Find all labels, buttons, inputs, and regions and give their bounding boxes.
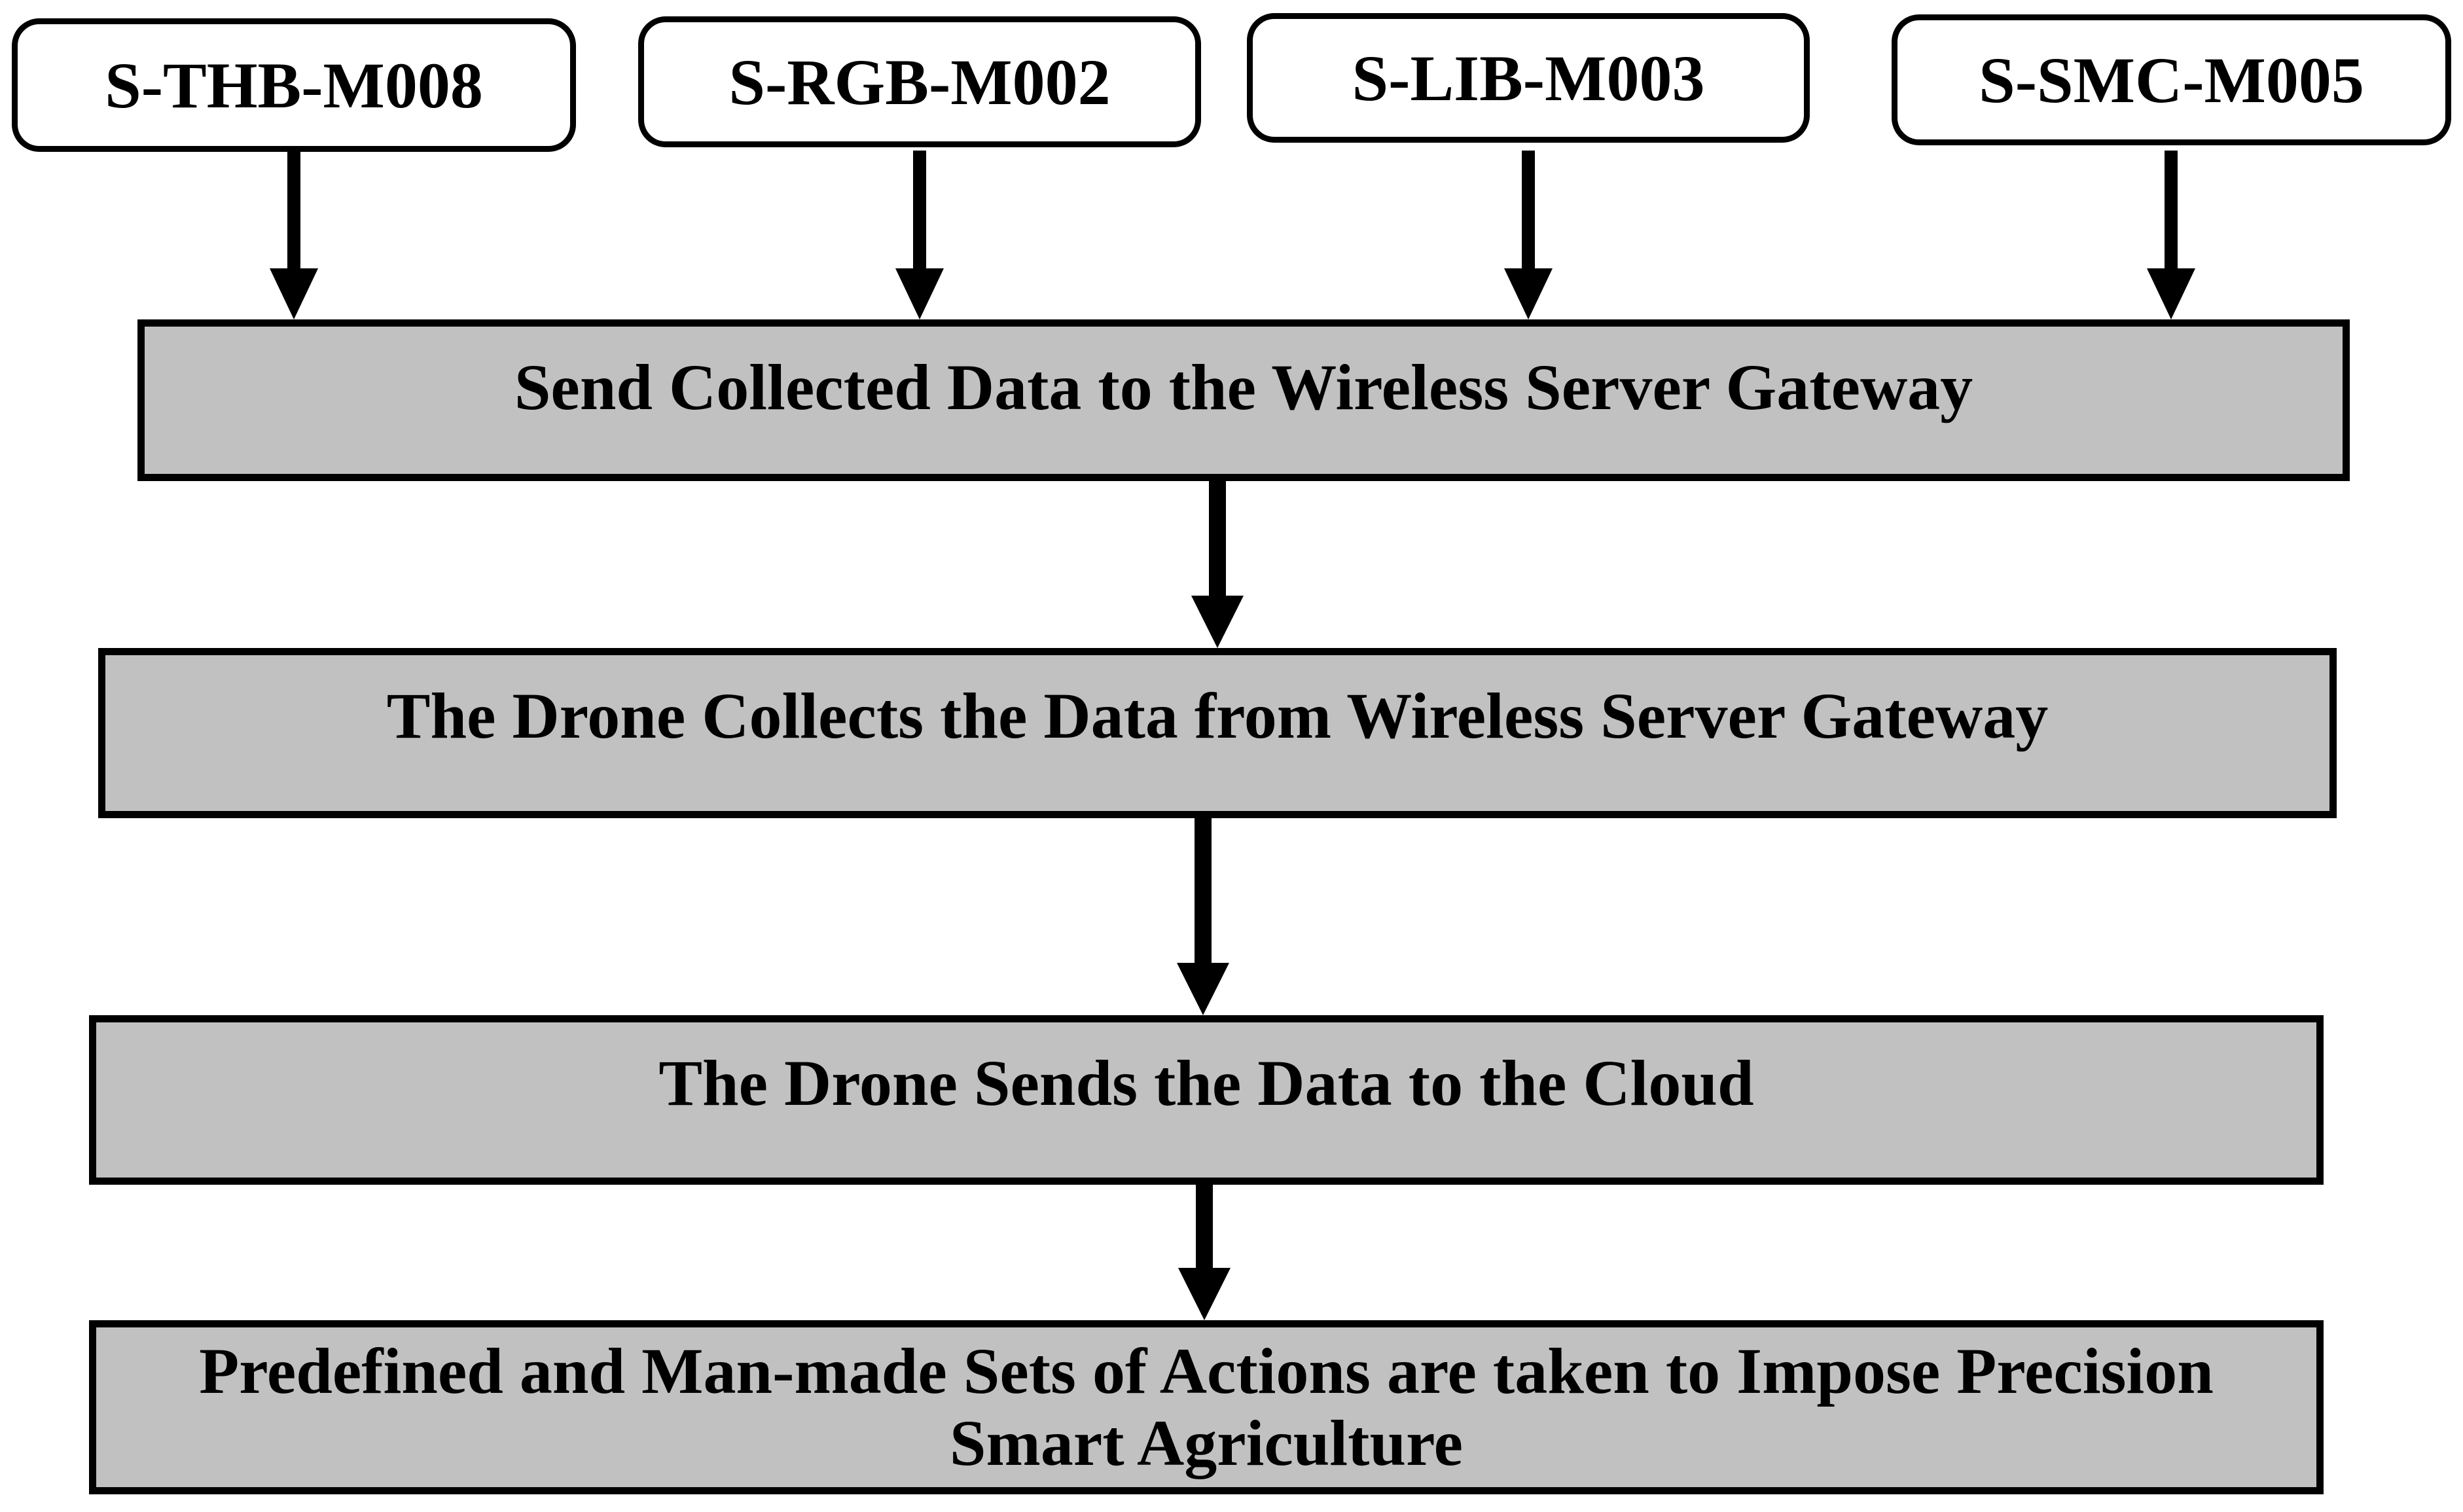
sensor-node-label: S-SMC-M005 <box>1979 43 2364 117</box>
down-arrow-icon <box>1502 151 1555 319</box>
sensor-node-label: S-LIB-M003 <box>1352 41 1705 115</box>
process-step-label: The Drone Sends the Data to the Cloud <box>658 1047 1754 1119</box>
down-arrow-icon <box>1178 1185 1231 1320</box>
sensor-node-1: S-THB-M008 <box>12 18 576 152</box>
process-step-label: Send Collected Data to the Wireless Serv… <box>514 351 1973 423</box>
sensor-node-4: S-SMC-M005 <box>1892 14 2451 145</box>
process-step-2: The Drone Collects the Data from Wireles… <box>98 648 2337 818</box>
arrow-shaft <box>2165 151 2178 268</box>
down-arrow-icon <box>268 151 320 319</box>
down-arrow-icon <box>2145 151 2197 319</box>
process-step-label: Predefined and Man-made Sets of Actions … <box>199 1335 2214 1479</box>
sensor-node-label: S-THB-M008 <box>105 48 483 122</box>
process-step-label: The Drone Collects the Data from Wireles… <box>386 679 2049 752</box>
process-step-3: The Drone Sends the Data to the Cloud <box>89 1015 2324 1185</box>
arrow-shaft <box>287 151 300 268</box>
arrow-shaft <box>913 151 926 268</box>
down-arrow-icon <box>893 151 946 319</box>
down-arrow-icon <box>1177 818 1229 1015</box>
arrow-shaft <box>1195 818 1212 963</box>
process-step-4: Predefined and Man-made Sets of Actions … <box>89 1320 2324 1494</box>
arrow-head <box>2147 268 2195 319</box>
sensor-node-2: S-RGB-M002 <box>638 16 1201 147</box>
arrow-shaft <box>1522 151 1535 268</box>
arrow-head <box>1191 596 1244 648</box>
sensor-node-label: S-RGB-M002 <box>728 45 1111 118</box>
arrow-head <box>895 268 944 319</box>
sensor-node-3: S-LIB-M003 <box>1247 13 1810 143</box>
arrow-head <box>270 268 318 319</box>
arrow-head <box>1178 1268 1231 1320</box>
arrow-shaft <box>1209 481 1226 596</box>
arrow-head <box>1504 268 1553 319</box>
down-arrow-icon <box>1191 481 1244 648</box>
process-step-1: Send Collected Data to the Wireless Serv… <box>137 319 2350 481</box>
arrow-head <box>1177 963 1229 1015</box>
arrow-shaft <box>1196 1185 1213 1268</box>
